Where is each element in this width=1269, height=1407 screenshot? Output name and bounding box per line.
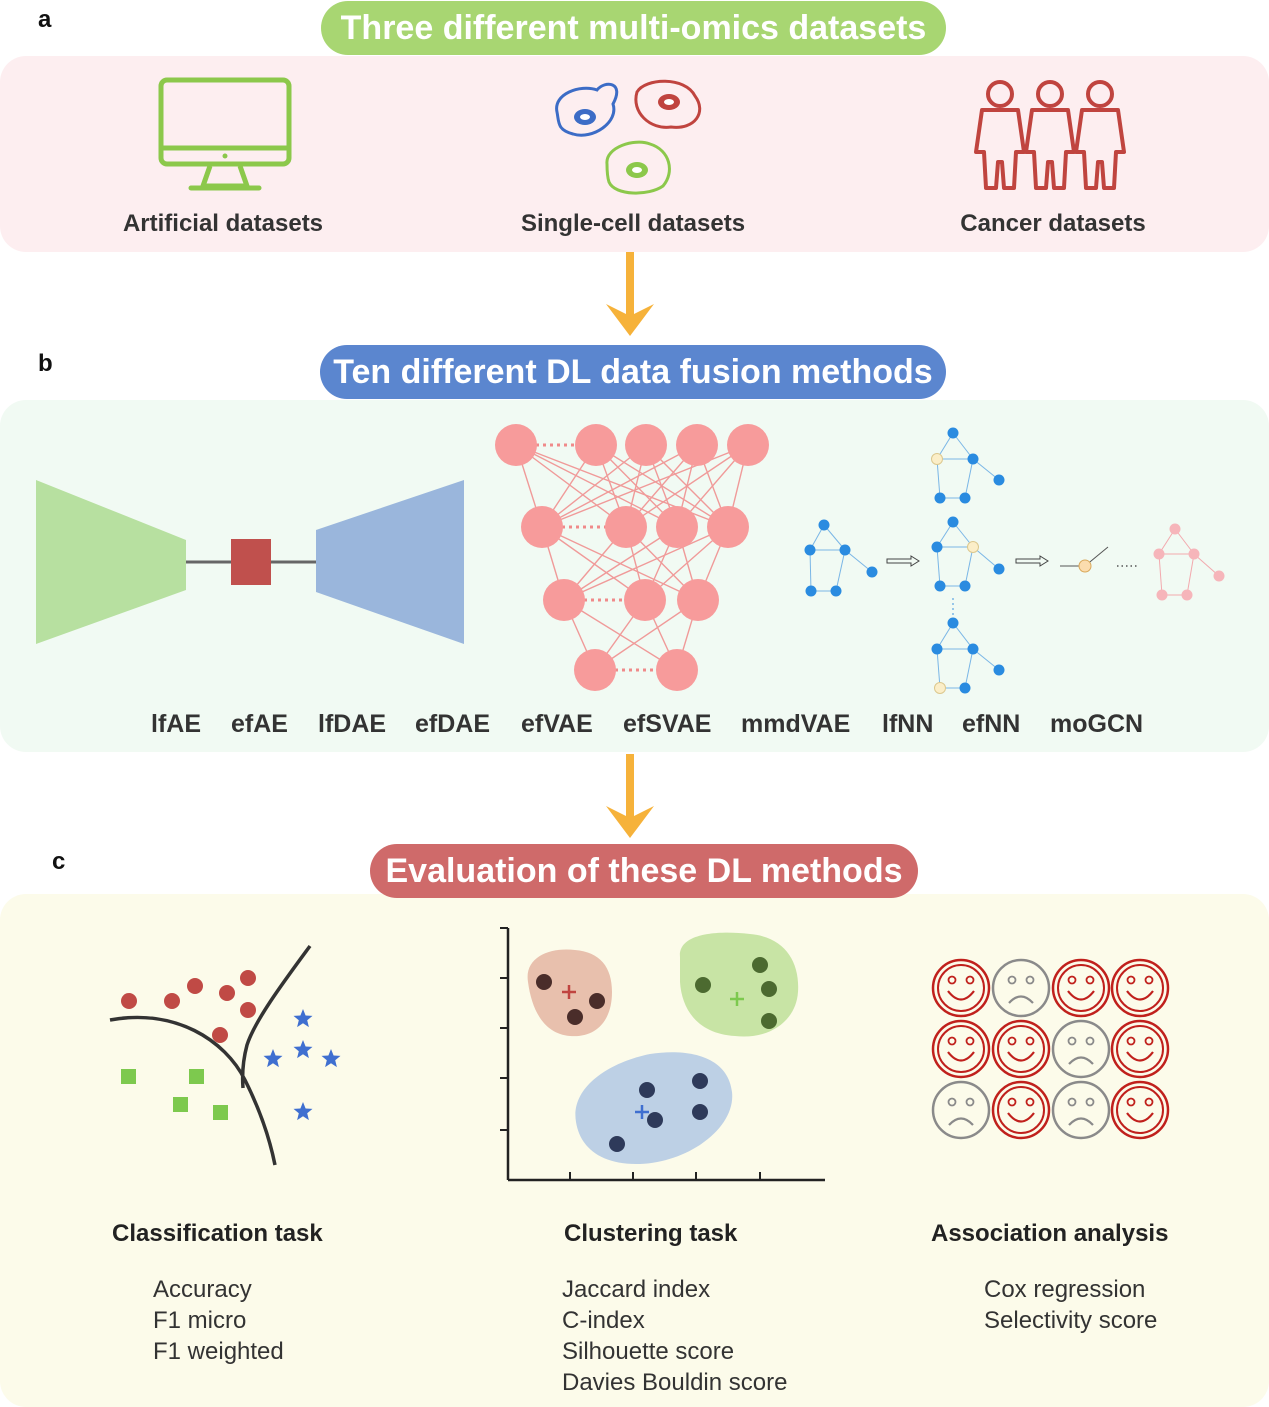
metric-item: C-index	[562, 1307, 645, 1334]
method-label-lfdae: lfDAE	[318, 710, 387, 738]
metric-item: Accuracy	[153, 1276, 252, 1303]
panel-a-background	[0, 56, 1269, 252]
clustering-diagram	[500, 927, 825, 1182]
autoencoder-diagram	[36, 480, 464, 644]
task-title-association: Association analysis	[931, 1220, 1169, 1247]
method-label-efae: efAE	[231, 710, 288, 738]
metric-item: F1 weighted	[153, 1338, 284, 1365]
metric-item: Jaccard index	[562, 1276, 711, 1303]
metric-item: Davies Bouldin score	[562, 1369, 788, 1396]
task-title-clustering: Clustering task	[564, 1220, 738, 1247]
classification-diagram	[109, 944, 341, 1166]
dataset-label-single-cell: Single-cell datasets	[520, 210, 746, 237]
method-label-efnn: efNN	[962, 710, 1021, 738]
metric-item: Selectivity score	[984, 1307, 1158, 1334]
people-icon	[974, 80, 1126, 190]
dataset-label-cancer: Cancer datasets	[960, 210, 1146, 237]
method-label-mogcn: moGCN	[1050, 710, 1144, 738]
panel-letter-b: b	[38, 350, 53, 377]
panel-a-title: Three different multi-omics datasets	[321, 1, 946, 55]
metric-list-clustering: Jaccard index C-index Silhouette score D…	[562, 1274, 787, 1398]
method-label-efvae: efVAE	[521, 710, 593, 738]
method-label-efsvae: efSVAE	[623, 710, 712, 738]
down-arrow-icon	[606, 252, 654, 336]
method-label-lfnn: lfNN	[882, 710, 934, 738]
metric-item: Silhouette score	[562, 1338, 735, 1365]
task-title-classification: Classification task	[112, 1220, 323, 1247]
panel-c-title: Evaluation of these DL methods	[370, 844, 918, 898]
monitor-icon	[158, 77, 292, 191]
panel-b-title: Ten different DL data fusion methods	[320, 345, 946, 399]
dataset-label-artificial: Artificial datasets	[122, 210, 324, 237]
metric-item: F1 micro	[153, 1307, 247, 1334]
graph-network-diagram	[804, 427, 1225, 694]
association-faces-grid	[931, 958, 1170, 1140]
method-label-efdae: efDAE	[415, 710, 491, 738]
metric-list-classification: Accuracy F1 micro F1 weighted	[153, 1274, 284, 1367]
metric-list-association: Cox regression Selectivity score	[984, 1274, 1157, 1336]
method-label-mmdvae: mmdVAE	[741, 710, 851, 738]
cells-icon	[555, 79, 702, 195]
down-arrow-icon	[606, 754, 654, 838]
panel-letter-a: a	[38, 6, 52, 33]
panel-letter-c: c	[52, 848, 66, 875]
method-label-lfae: lfAE	[151, 710, 201, 738]
metric-item: Cox regression	[984, 1276, 1146, 1303]
neural-network-diagram	[495, 424, 769, 691]
